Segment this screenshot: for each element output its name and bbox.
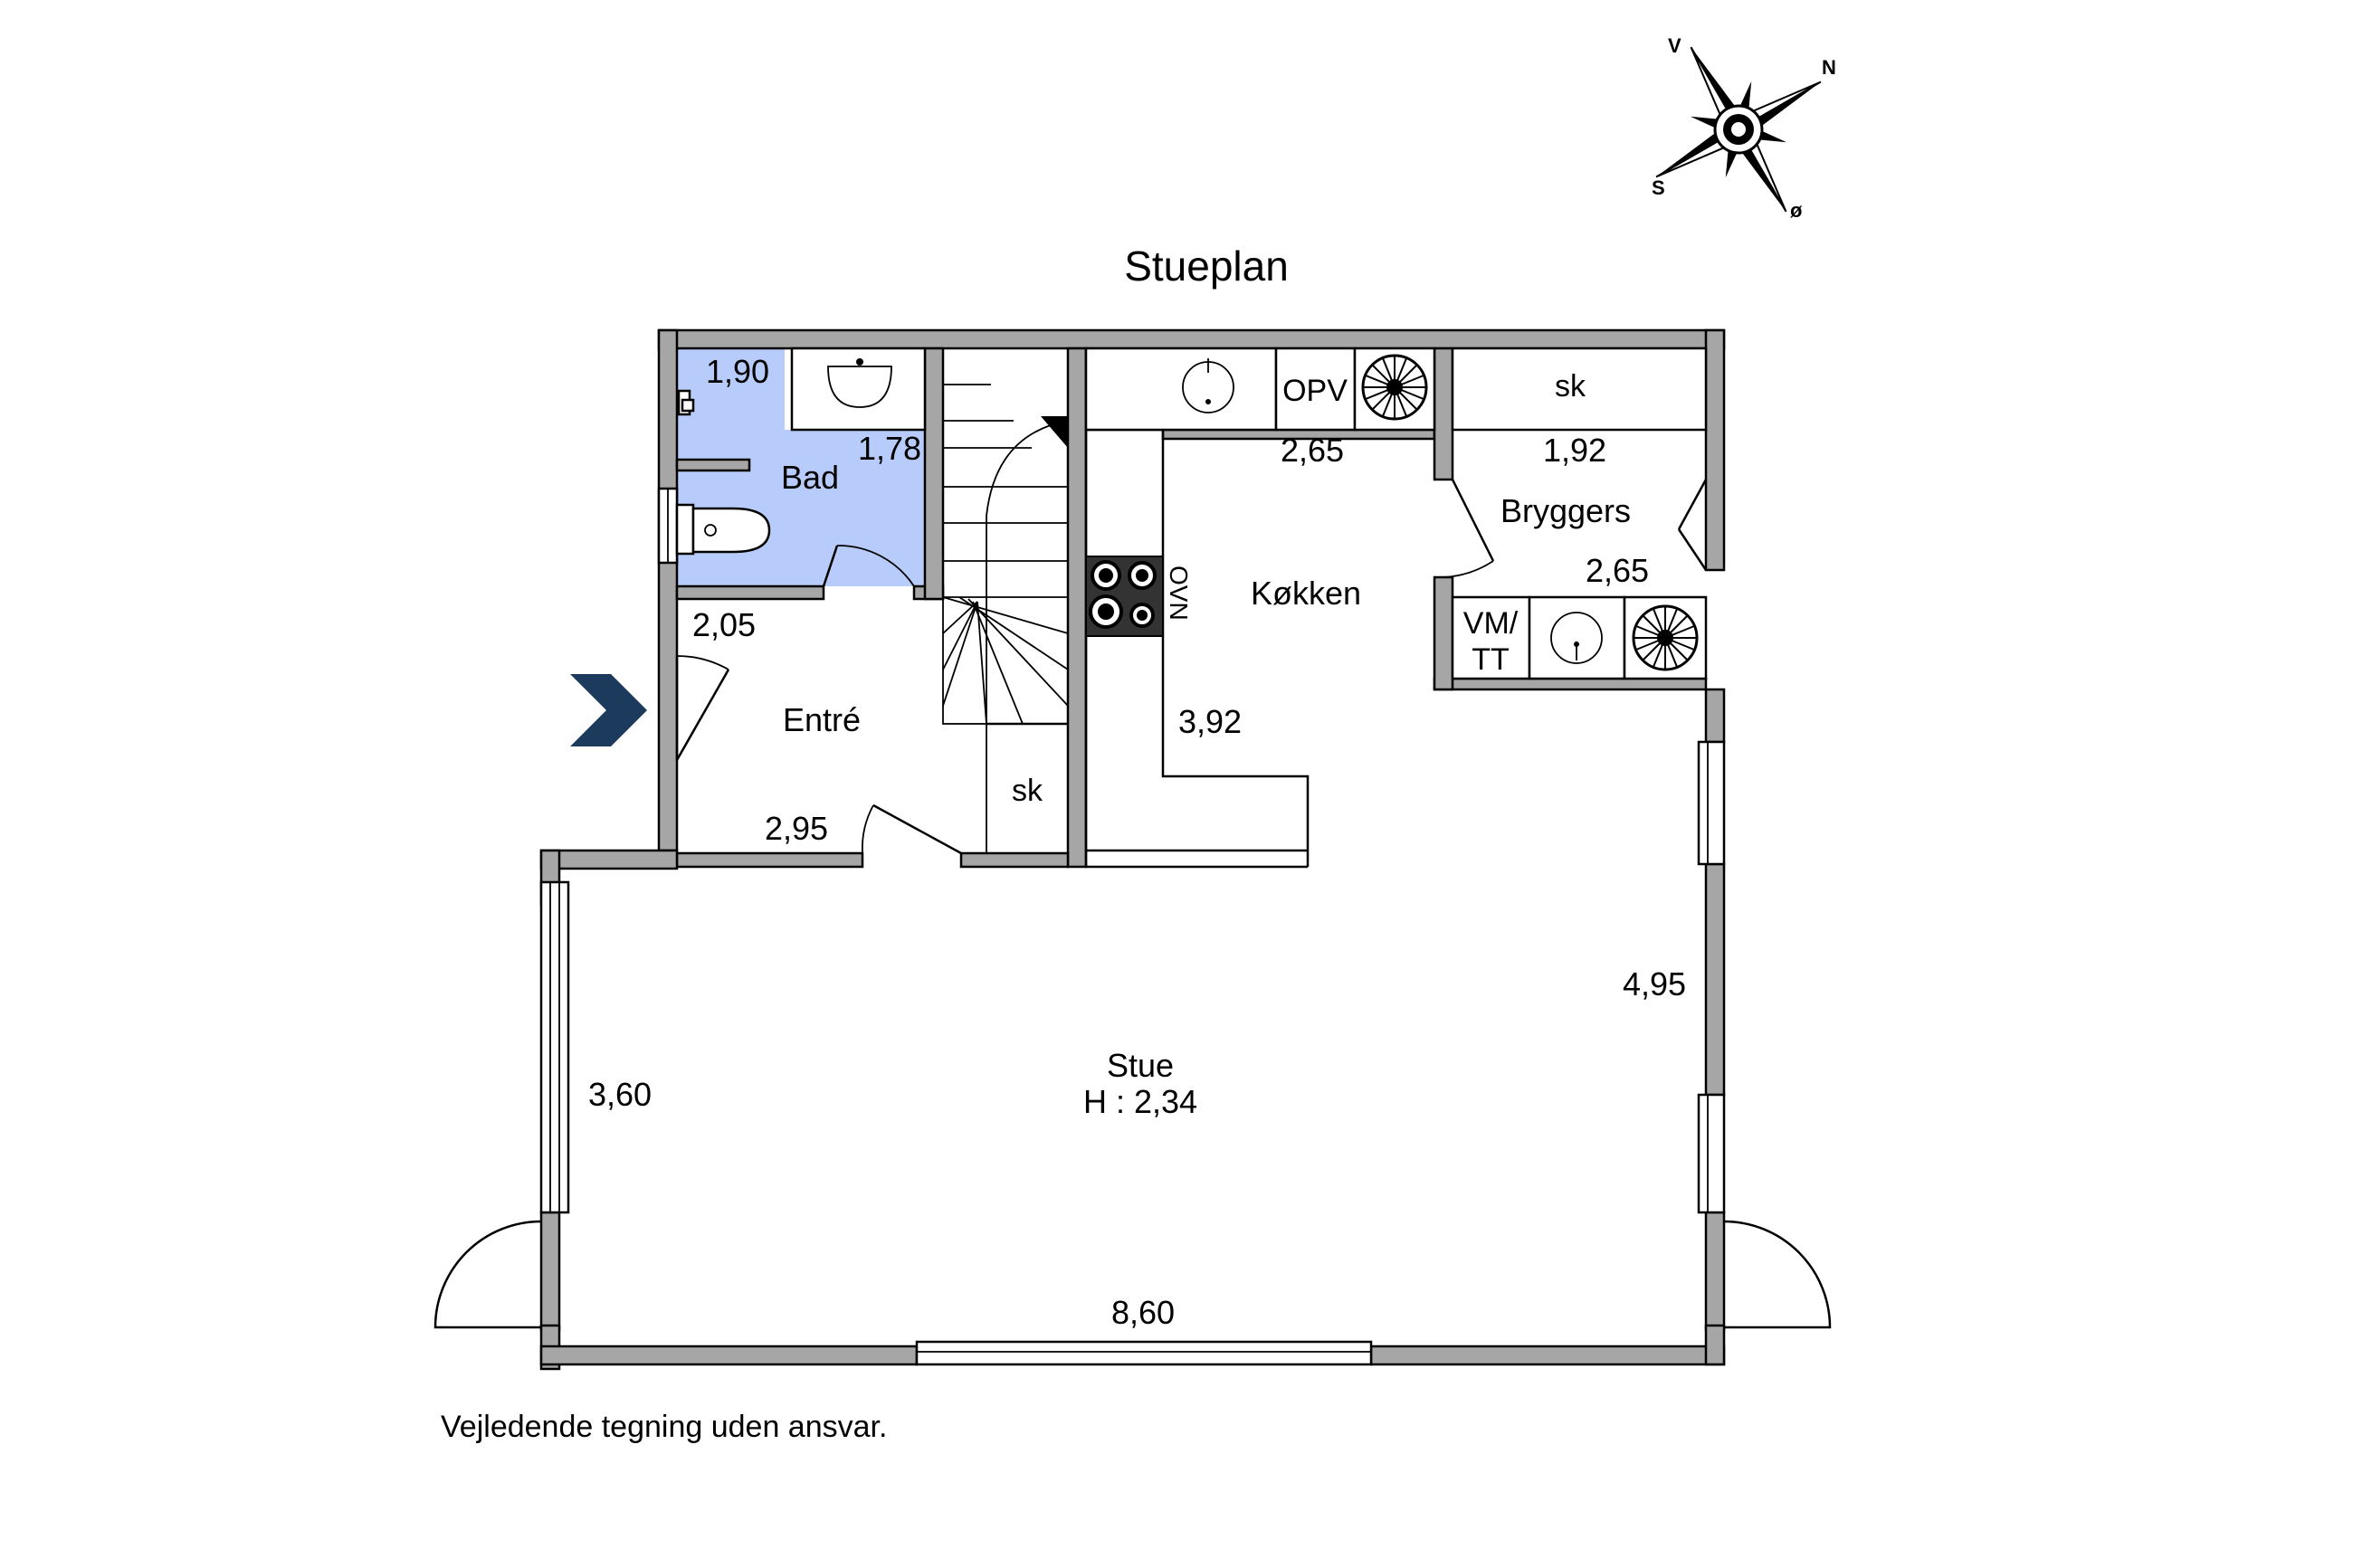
wall-stue-east-b bbox=[1704, 862, 1726, 1097]
dryer-label: TT bbox=[1472, 642, 1510, 677]
kitchen-sink-icon bbox=[1084, 347, 1278, 432]
dishwasher-opv: OPV bbox=[1274, 347, 1357, 432]
wall-bath-entry bbox=[675, 584, 825, 601]
closet-bryggers bbox=[1451, 347, 1708, 432]
dim-bad-depth: 1,78 bbox=[858, 430, 921, 467]
compass-north-label: N bbox=[1822, 56, 1836, 79]
plan-title: Stueplan bbox=[1124, 242, 1289, 290]
window-stue-east-lower bbox=[1697, 1093, 1726, 1214]
dim-bryggers-side: 2,65 bbox=[1586, 552, 1649, 589]
wall-bryggers-south bbox=[1433, 677, 1708, 691]
wall-kitchen-bryggers bbox=[1433, 347, 1454, 481]
wall-stue-south-right bbox=[1369, 1345, 1726, 1366]
door-bathroom bbox=[822, 545, 915, 587]
room-label-kokken: Køkken bbox=[1251, 575, 1361, 612]
wall-west-entry bbox=[657, 328, 679, 852]
wall-stue-east-c bbox=[1704, 1211, 1726, 1332]
closet-stair bbox=[986, 723, 1069, 854]
wall-stair-east bbox=[1066, 347, 1088, 869]
closet-stair-label: sk bbox=[1012, 774, 1043, 808]
oven-label: OVN bbox=[1165, 565, 1193, 621]
compass-south-label: S bbox=[1652, 176, 1665, 199]
compass-rose-icon bbox=[1655, 46, 1822, 213]
door-stue-east-exterior bbox=[1723, 1220, 1832, 1329]
room-height-stue: H : 2,34 bbox=[1083, 1083, 1197, 1120]
dim-bryggers-top: 1,92 bbox=[1543, 432, 1606, 469]
bathroom-sink-icon bbox=[790, 347, 927, 432]
dim-entre-bottom: 2,95 bbox=[765, 810, 828, 847]
dim-kokken-side: 3,92 bbox=[1178, 703, 1242, 740]
disclaimer: Vejledende tegning uden ansvar. bbox=[441, 1410, 887, 1444]
wall-entry-south bbox=[675, 851, 864, 869]
door-stue-west-exterior bbox=[433, 1220, 542, 1329]
window-bath bbox=[657, 487, 679, 565]
toilet-icon bbox=[675, 503, 771, 556]
dim-entre-top: 2,05 bbox=[692, 606, 756, 643]
wall-stue-northwest bbox=[539, 849, 679, 870]
window-stue-south bbox=[915, 1340, 1373, 1366]
room-label-bad: Bad bbox=[781, 459, 839, 496]
wall-bryggers-west bbox=[1433, 575, 1454, 691]
room-label-stue: Stue bbox=[1107, 1047, 1174, 1084]
closet-bryggers-label: sk bbox=[1555, 369, 1586, 404]
wall-bath-east bbox=[923, 347, 945, 601]
utility-sink-icon bbox=[1528, 595, 1626, 680]
room-label-entre: Entré bbox=[783, 701, 861, 738]
wall-north bbox=[657, 328, 1726, 350]
washer-label: VM/ bbox=[1463, 606, 1519, 641]
wall-bath-partition bbox=[675, 458, 751, 472]
wall-entry-south-right bbox=[959, 851, 1070, 869]
staircase bbox=[942, 347, 1069, 726]
washer-dryer: VM/ TT bbox=[1451, 595, 1531, 680]
boiler-icon bbox=[1623, 595, 1708, 680]
wall-stue-west-mid bbox=[539, 1211, 561, 1332]
toilet-paper-holder-icon bbox=[677, 389, 695, 416]
window-stue-west bbox=[539, 880, 570, 1214]
wall-stue-east-d bbox=[1704, 1324, 1726, 1366]
dishwasher-label: OPV bbox=[1282, 374, 1348, 408]
dim-kokken-top: 2,65 bbox=[1281, 432, 1344, 469]
wall-stue-south-left bbox=[539, 1345, 919, 1366]
kitchen-fridge-icon bbox=[1353, 347, 1436, 432]
room-label-bryggers: Bryggers bbox=[1500, 492, 1631, 529]
compass-west-label: V bbox=[1668, 34, 1681, 57]
dim-bad-width: 1,90 bbox=[706, 353, 769, 390]
dim-stue-bottom: 8,60 bbox=[1111, 1294, 1175, 1331]
door-bryggers-exterior bbox=[1677, 479, 1708, 571]
door-kitchen-bryggers bbox=[1443, 479, 1495, 578]
dim-stue-right: 4,95 bbox=[1623, 965, 1686, 1003]
stair-direction-arrow-icon bbox=[1041, 416, 1068, 448]
wall-stue-east-a bbox=[1704, 688, 1726, 744]
compass-east-label: ø bbox=[1790, 199, 1803, 222]
dim-stue-left: 3,60 bbox=[588, 1076, 652, 1113]
wall-east-bryggers bbox=[1704, 328, 1726, 572]
door-main-entrance bbox=[675, 655, 730, 761]
entrance-arrow-icon bbox=[570, 674, 647, 746]
stove-icon bbox=[1085, 556, 1164, 637]
window-stue-east-upper bbox=[1697, 740, 1726, 866]
door-entry-stue bbox=[861, 803, 962, 855]
